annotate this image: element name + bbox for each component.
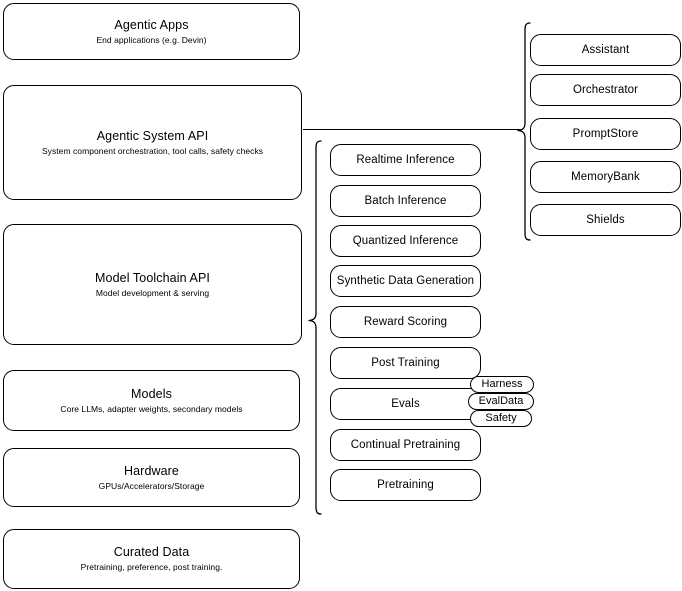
component-label: Orchestrator xyxy=(572,83,639,96)
toolchain-node-pretraining[interactable]: Pretraining xyxy=(330,469,481,501)
layer-node-hardware[interactable]: Hardware GPUs/Accelerators/Storage xyxy=(3,448,300,507)
layer-subtitle: GPUs/Accelerators/Storage xyxy=(98,480,205,491)
layer-node-model-toolchain-api[interactable]: Model Toolchain API Model development & … xyxy=(3,224,302,345)
toolchain-label: Post Training xyxy=(371,356,440,369)
layer-subtitle: Core LLMs, adapter weights, secondary mo… xyxy=(60,403,243,414)
layer-title: Agentic Apps xyxy=(114,17,189,32)
evals-tag-safety[interactable]: Safety xyxy=(470,410,532,427)
brace-system-components xyxy=(517,22,531,241)
layer-node-agentic-system-api[interactable]: Agentic System API System component orch… xyxy=(3,85,302,200)
connector-line-system-api xyxy=(303,129,521,131)
component-node-orchestrator[interactable]: Orchestrator xyxy=(530,74,681,106)
layer-node-curated-data[interactable]: Curated Data Pretraining, preference, po… xyxy=(3,529,300,589)
component-label: PromptStore xyxy=(572,127,639,140)
evals-tag-harness[interactable]: Harness xyxy=(470,376,534,393)
toolchain-label: Evals xyxy=(391,397,420,410)
toolchain-label: Synthetic Data Generation xyxy=(336,274,475,287)
toolchain-node-evals[interactable]: Evals xyxy=(330,388,481,420)
toolchain-node-reward-scoring[interactable]: Reward Scoring xyxy=(330,306,481,338)
component-node-shields[interactable]: Shields xyxy=(530,204,681,236)
toolchain-node-batch-inference[interactable]: Batch Inference xyxy=(330,185,481,217)
toolchain-label: Reward Scoring xyxy=(363,315,448,328)
layer-title: Agentic System API xyxy=(96,128,209,143)
brace-toolchain-components xyxy=(308,140,322,515)
layer-subtitle: System component orchestration, tool cal… xyxy=(41,145,264,156)
layer-node-agentic-apps[interactable]: Agentic Apps End applications (e.g. Devi… xyxy=(3,3,300,60)
component-node-assistant[interactable]: Assistant xyxy=(530,34,681,66)
layer-title: Curated Data xyxy=(113,545,190,559)
evals-tag-label: EvalData xyxy=(478,395,524,407)
toolchain-label: Quantized Inference xyxy=(352,234,459,247)
layer-subtitle: End applications (e.g. Devin) xyxy=(96,34,207,45)
layer-title: Hardware xyxy=(124,463,179,478)
layer-title: Model Toolchain API xyxy=(95,270,210,285)
toolchain-node-synthetic-data-generation[interactable]: Synthetic Data Generation xyxy=(330,265,481,297)
layer-subtitle: Pretraining, preference, post training. xyxy=(80,562,223,572)
toolchain-node-continual-pretraining[interactable]: Continual Pretraining xyxy=(330,429,481,461)
evals-tag-label: Safety xyxy=(485,412,517,424)
component-node-promptstore[interactable]: PromptStore xyxy=(530,118,681,150)
component-label: Shields xyxy=(586,213,625,226)
layer-node-models[interactable]: Models Core LLMs, adapter weights, secon… xyxy=(3,370,300,431)
toolchain-node-post-training[interactable]: Post Training xyxy=(330,347,481,379)
toolchain-node-realtime-inference[interactable]: Realtime Inference xyxy=(330,144,481,176)
toolchain-label: Batch Inference xyxy=(364,194,447,207)
toolchain-label: Pretraining xyxy=(377,478,434,491)
evals-tag-evaldata[interactable]: EvalData xyxy=(468,393,534,410)
layer-subtitle: Model development & serving xyxy=(95,287,210,298)
evals-tag-label: Harness xyxy=(481,378,523,390)
toolchain-label: Realtime Inference xyxy=(356,153,455,166)
toolchain-label: Continual Pretraining xyxy=(350,438,461,451)
toolchain-node-quantized-inference[interactable]: Quantized Inference xyxy=(330,225,481,257)
layer-title: Models xyxy=(131,386,172,401)
component-label: MemoryBank xyxy=(571,170,640,183)
component-label: Assistant xyxy=(581,43,630,56)
component-node-memorybank[interactable]: MemoryBank xyxy=(530,161,681,193)
